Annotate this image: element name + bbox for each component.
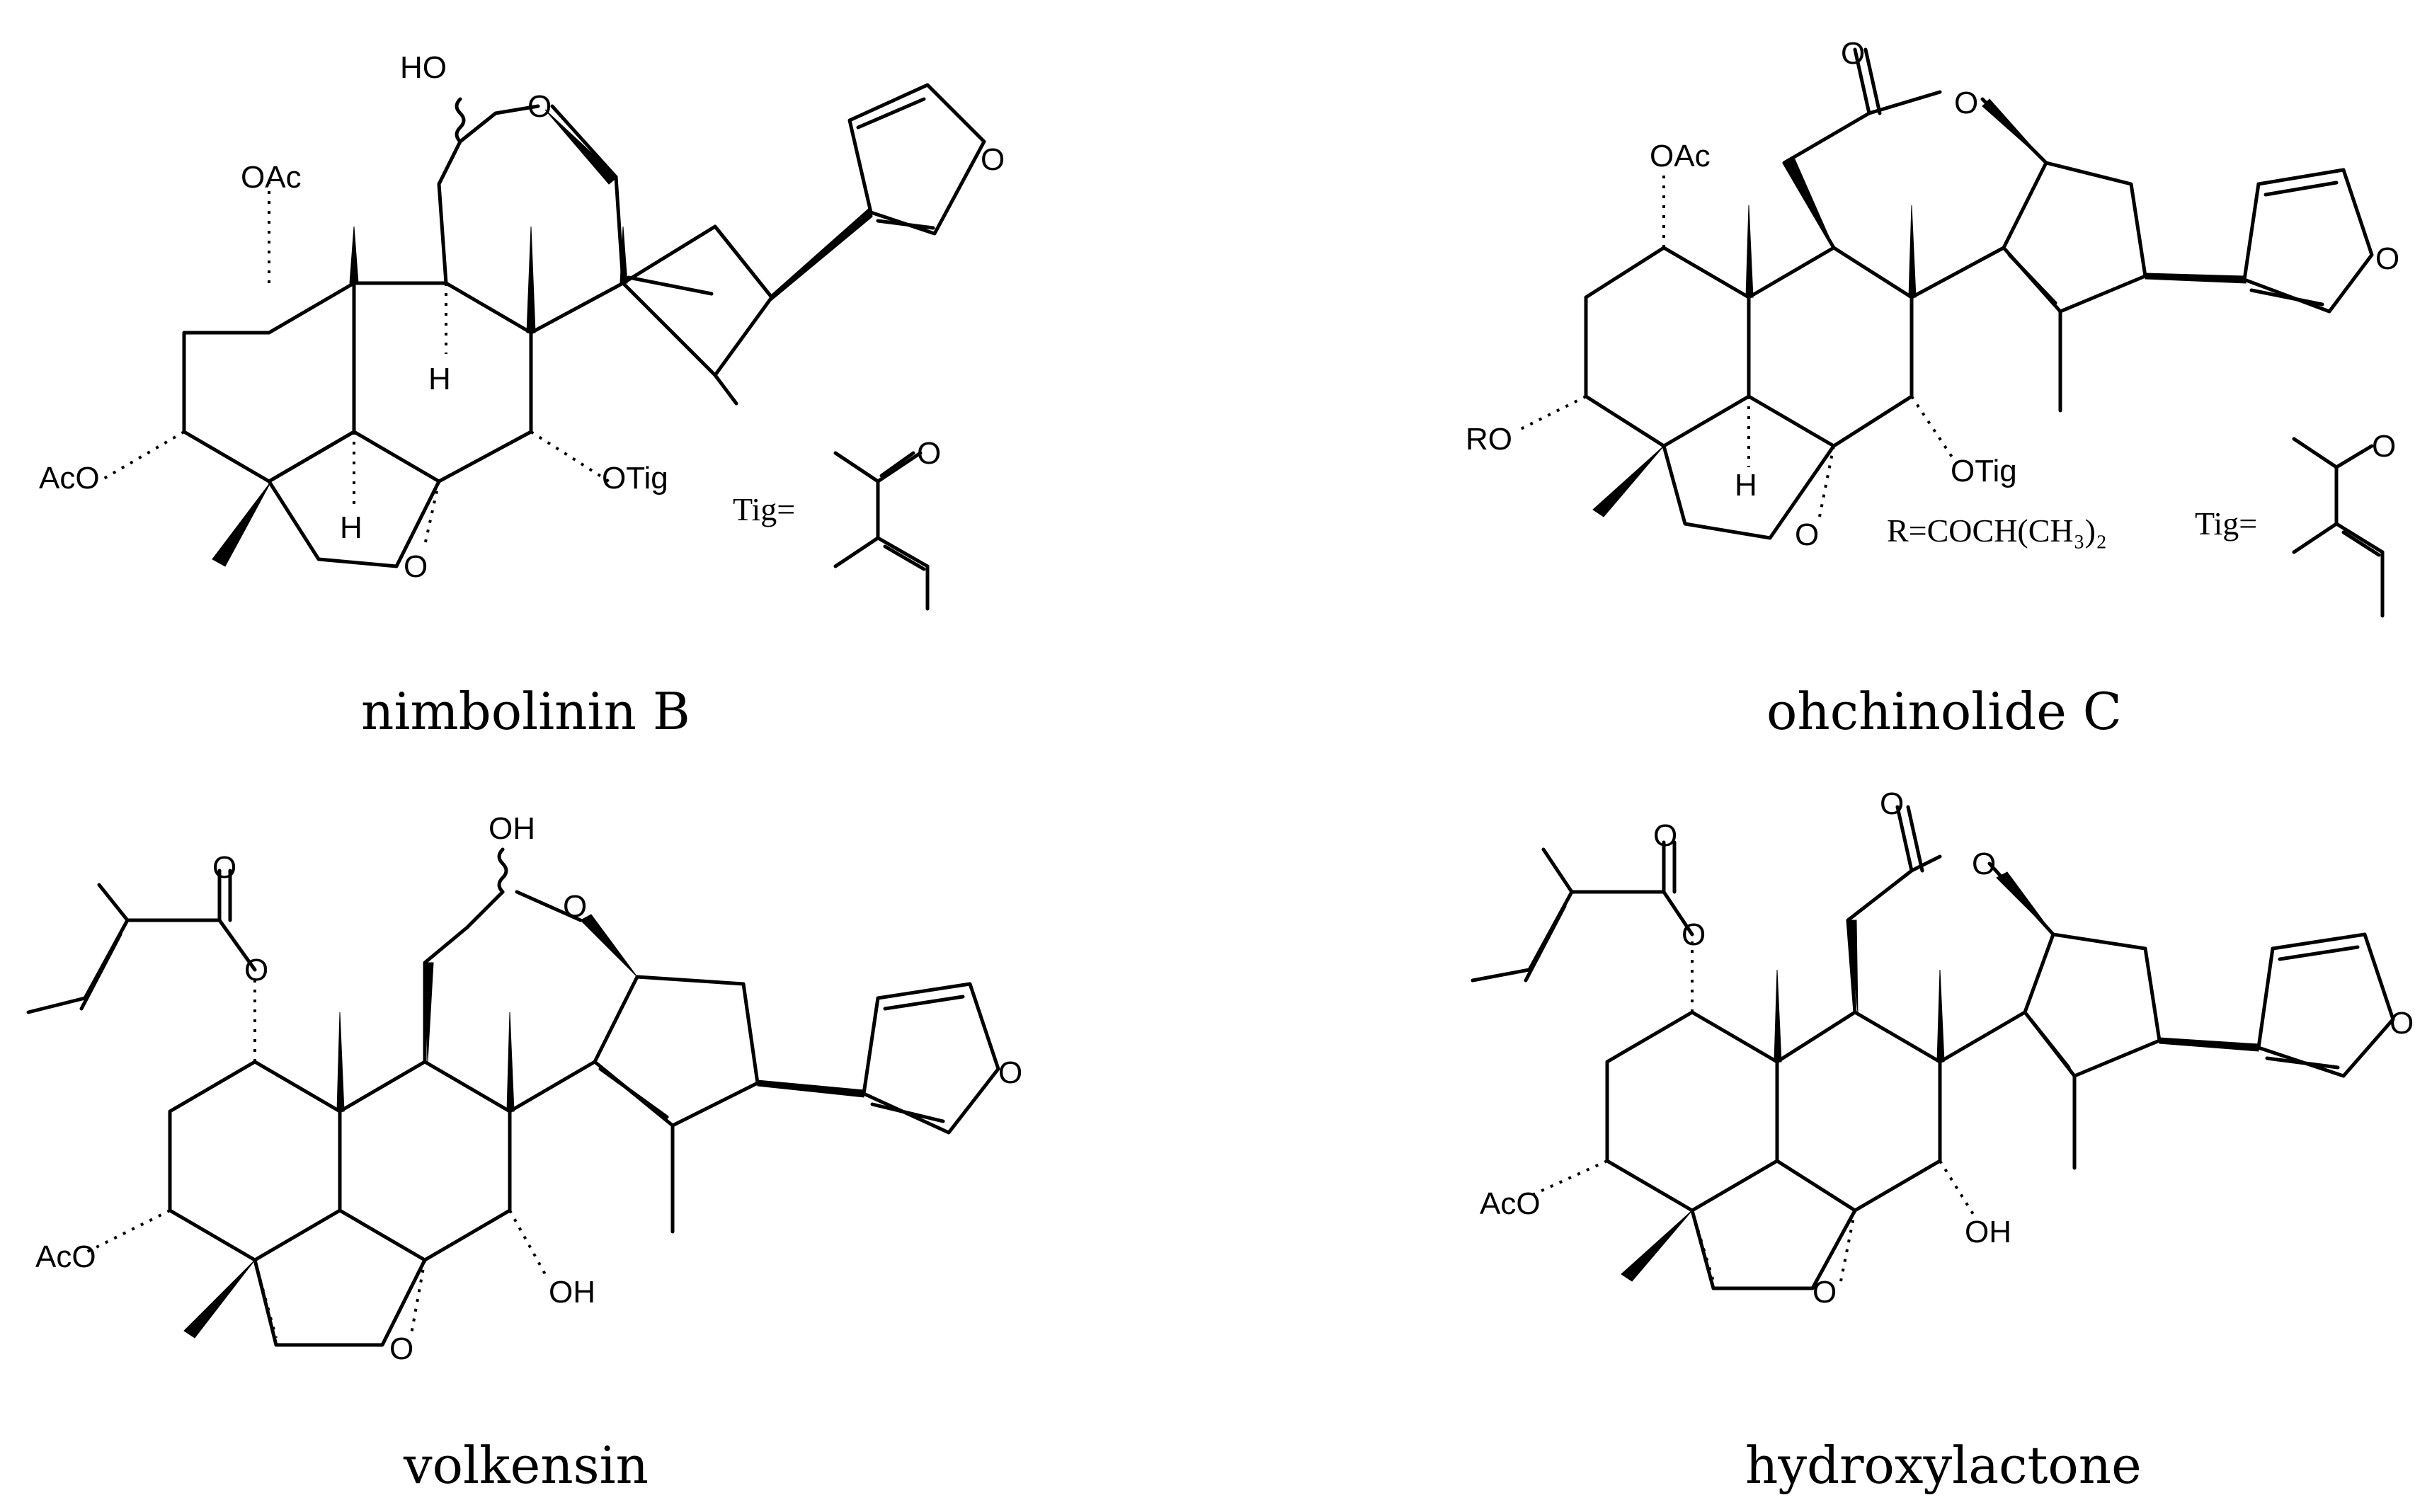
label-o: O [2375,241,2399,276]
label-aco: AcO [35,1239,96,1274]
label-o: O [1954,86,1978,120]
label-o: O [563,889,587,924]
label-o: O [1880,786,1904,821]
label-o: O [1795,517,1819,552]
compound-name: hydroxylactone [1745,1436,2142,1495]
label-otig: OTig [602,461,668,496]
label-tig: Tig= [733,491,795,527]
label-oac: OAc [241,160,302,195]
label-r-definition: R=COCH(CH₃)₂ [1887,512,2107,549]
label-otig: OTig [1951,454,2017,488]
structure-ohchinolide-c: O O OAc RO H OTig O O R=COCH(CH₃)₂ Tig= … [1466,36,2399,741]
label-o: O [1841,36,1865,71]
label-oh: OH [489,811,535,846]
label-aco: AcO [1480,1186,1541,1221]
label-o: O [389,1331,413,1366]
label-o: O [981,142,1005,177]
label-o: O [917,436,941,471]
label-o: O [1972,847,1996,881]
label-oh: OH [549,1275,595,1310]
label-o: O [527,89,552,124]
structure-volkensin: OH O O O AcO OH O O volkensin [26,811,1022,1495]
compound-name: volkensin [403,1436,649,1495]
label-oh: OH [1965,1215,2011,1249]
label-ho: HO [400,50,447,85]
structure-hydroxylactone: O O O O AcO OH O O hydroxylactone [1471,786,2414,1495]
label-o: O [2372,429,2396,464]
label-o: O [1682,917,1706,952]
bond-ring-a [182,281,356,483]
bond-ring-b [352,281,533,483]
label-o: O [1653,818,1677,853]
label-oac: OAc [1650,139,1711,173]
label-h: H [340,510,362,545]
label-h: H [1735,468,1757,503]
label-aco: AcO [39,461,100,496]
compound-name: ohchinolide C [1766,682,2122,741]
compound-name: nimbolinin B [361,682,690,741]
label-tig: Tig= [2195,505,2257,542]
label-o: O [2390,1006,2414,1041]
label-o: O [1812,1275,1837,1310]
label-o: O [212,850,236,885]
label-o: O [244,953,268,987]
label-ro: RO [1466,422,1512,457]
label-h: H [428,362,451,396]
structure-nimbolinin-b: HO OAc AcO H H OTig O O O Tig= O nimboli… [39,50,1005,741]
label-o: O [998,1055,1022,1090]
label-o: O [404,549,428,584]
